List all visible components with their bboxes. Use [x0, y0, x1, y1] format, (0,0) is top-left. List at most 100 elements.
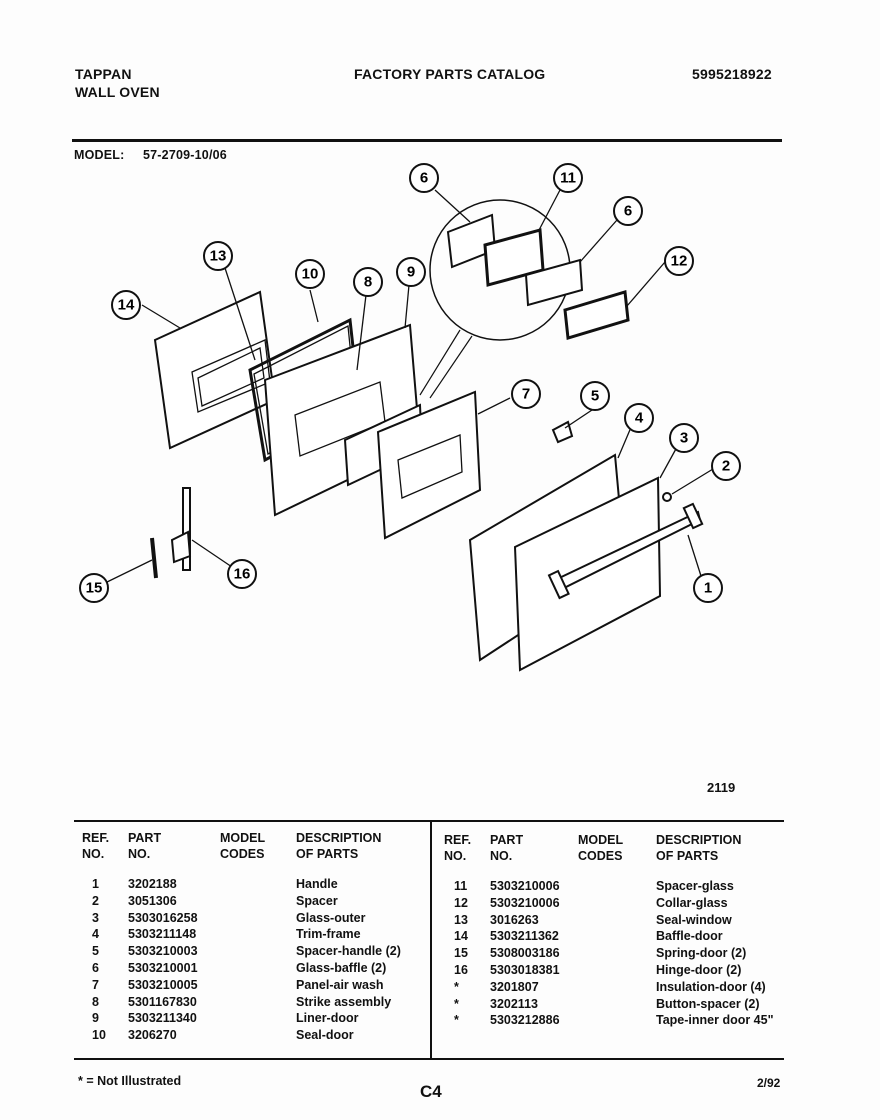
callout-2: 2: [711, 451, 741, 481]
ref-no-cell: 6: [92, 960, 99, 975]
callout-7: 7: [511, 379, 541, 409]
table-column-separator: [430, 822, 432, 1058]
part-no-cell: 3016263: [490, 912, 539, 927]
part-handle: [547, 502, 704, 600]
part-no-cell: 5308003186: [490, 946, 560, 961]
part-spacer: [662, 492, 672, 502]
ref-no-cell: 16: [454, 962, 468, 977]
part-hinge-door: [170, 487, 192, 571]
ref-no-cell: 1: [92, 877, 99, 891]
part-no-cell: 5301167830: [128, 994, 197, 1009]
model-codes-cell: [220, 943, 296, 960]
part-no-cell: 5303212886: [490, 1013, 560, 1028]
ref-no-cell: 8: [92, 994, 99, 1009]
svg-text:7: 7: [522, 386, 530, 403]
description-cell: Hinge-door (2): [656, 962, 742, 977]
part-no-cell: 3202113: [490, 996, 538, 1011]
callout-1: 1: [693, 573, 723, 603]
part-no-cell: 3051306: [128, 893, 177, 908]
callout-14: 14: [111, 290, 141, 320]
model-codes-cell: [578, 996, 656, 1013]
svg-text:4: 4: [635, 410, 644, 427]
revision-date: 2/92: [757, 1076, 781, 1090]
svg-text:14: 14: [118, 297, 135, 314]
callout-10: 10: [295, 259, 325, 289]
header-ref-no: REF.NO.: [444, 833, 472, 863]
description-cell: Spacer-handle (2): [296, 944, 401, 959]
svg-text:16: 16: [234, 566, 251, 583]
model-codes-cell: [220, 910, 296, 927]
model-codes-cell: [220, 1010, 296, 1027]
part-no-cell: 5303016258: [128, 910, 198, 925]
exploded-parts-diagram: 1 2 3 4 5 6 6 7 8 9 10 11 12 13 14 15 16: [79, 163, 741, 672]
model-codes-cell: [220, 994, 296, 1011]
ref-no-cell: 14: [454, 929, 468, 944]
description-cell: Button-spacer (2): [656, 996, 760, 1011]
description-cell: Liner-door: [296, 1011, 359, 1026]
model-codes-cell: [578, 1012, 656, 1029]
detail-magnifier: [419, 199, 630, 399]
model-codes-cell: [220, 960, 296, 977]
part-panel-air-wash: [376, 390, 482, 540]
model-codes-cell: [578, 912, 656, 929]
ref-no-cell: 7: [92, 977, 99, 992]
table-row: 8 5301167830 Strike assembly: [82, 994, 428, 1011]
model-codes-cell: [578, 895, 656, 912]
description-cell: Glass-outer: [296, 910, 366, 925]
page-code: C4: [420, 1082, 442, 1101]
svg-text:5: 5: [591, 388, 599, 405]
table-bottom-rule: [74, 1058, 784, 1060]
part-no-cell: 5303018381: [490, 962, 560, 977]
callout-13: 13: [203, 241, 233, 271]
description-cell: Tape-inner door 45": [656, 1013, 774, 1028]
description-cell: Panel-air wash: [296, 977, 384, 992]
ref-no-cell: 13: [454, 912, 468, 927]
svg-text:1: 1: [704, 580, 712, 597]
description-cell: Spacer-glass: [656, 879, 734, 893]
model-label: MODEL:: [74, 148, 125, 162]
model-codes-cell: [578, 928, 656, 945]
part-no-cell: 3201807: [490, 979, 539, 994]
callout-12: 12: [664, 246, 694, 276]
part-no-cell: 3206270: [128, 1028, 177, 1043]
svg-text:11: 11: [560, 170, 576, 187]
svg-text:8: 8: [364, 274, 372, 291]
description-cell: Spring-door (2): [656, 946, 747, 961]
callout-3: 3: [669, 423, 699, 453]
svg-text:3: 3: [680, 430, 688, 447]
svg-text:2: 2: [722, 458, 730, 475]
ref-no-cell: 2: [92, 893, 99, 908]
description-cell: Glass-baffle (2): [296, 960, 387, 975]
callout-11: 11: [553, 163, 583, 193]
table-row: 6 5303210001 Glass-baffle (2): [82, 960, 428, 977]
description-cell: Trim-frame: [296, 927, 361, 942]
ref-no-cell: 9: [92, 1011, 99, 1026]
part-no-cell: 5303210001: [128, 960, 198, 975]
ref-no-cell: *: [454, 979, 459, 994]
description-cell: Strike assembly: [296, 994, 392, 1009]
callout-4: 4: [624, 403, 654, 433]
description-cell: Seal-door: [296, 1028, 354, 1043]
part-spring-door: [150, 537, 158, 579]
model-codes-cell: [578, 945, 656, 962]
